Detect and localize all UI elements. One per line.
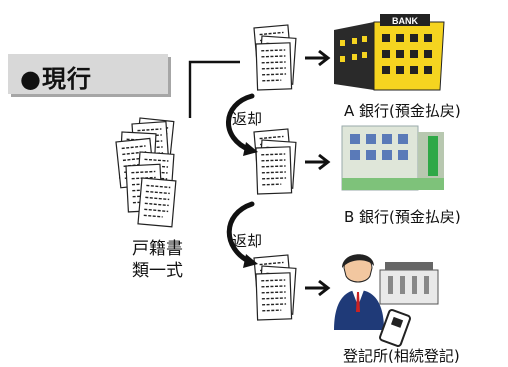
document-stack-icon: [115, 117, 177, 228]
bank-a-label: A 銀行(預金払戻): [344, 102, 461, 120]
document-set-label-line1: 戸籍書: [132, 239, 183, 259]
document-copy-icon-2: [253, 128, 297, 195]
return-label-1: 返却: [232, 110, 263, 128]
document-set-label-line2: 類一式: [132, 261, 183, 281]
document-copy-icon-1: [253, 24, 297, 91]
arrow-right-icon-3: [305, 279, 331, 297]
registry-office-icon: [379, 262, 439, 305]
clerk-person-icon: [334, 254, 384, 330]
return-curve-arrow-1: [226, 93, 258, 156]
current-status-tag: [8, 54, 168, 94]
return-curve-arrow-2: [226, 201, 258, 268]
bank-sign: BANK: [392, 16, 418, 26]
arrow-right-icon-1: [305, 49, 331, 67]
document-copy-icon-3: [253, 254, 297, 321]
current-status-label: ●現行: [20, 65, 92, 93]
registry-office-label: 登記所(相続登記): [343, 347, 460, 365]
arrow-right-icon-2: [305, 153, 331, 171]
bank-b-building-icon: [341, 125, 444, 191]
return-label-2: 返却: [232, 232, 263, 250]
bank-a-building-icon: BANK: [334, 14, 445, 91]
connector-line: [188, 60, 240, 118]
stamp-card-icon: [379, 309, 411, 347]
document-set-label: 戸籍書 類一式: [132, 238, 183, 282]
bank-b-label: B 銀行(預金払戻): [344, 208, 461, 226]
